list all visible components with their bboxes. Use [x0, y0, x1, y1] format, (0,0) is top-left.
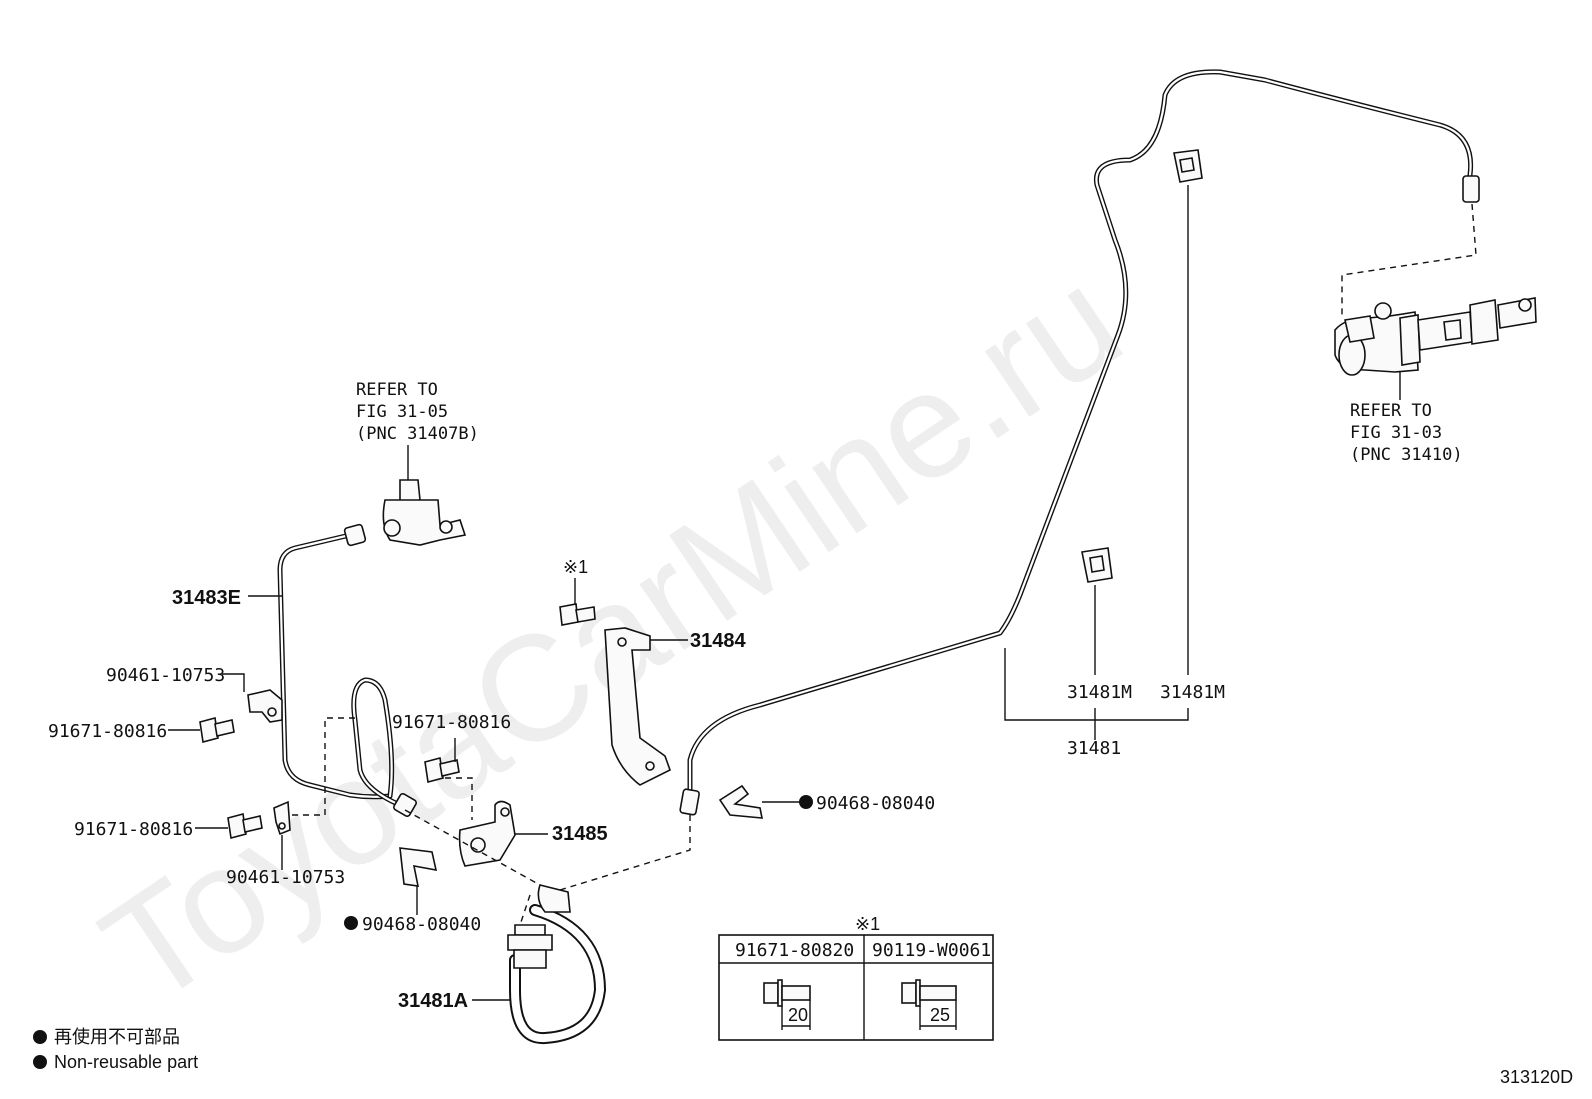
bolt-91671-upper: [199, 716, 235, 744]
pipe-31481: [679, 69, 1480, 816]
legend-en: Non-reusable part: [54, 1052, 198, 1072]
label-90461-upper: 90461-10753: [106, 665, 225, 686]
table-note-marker: ※1: [855, 914, 880, 934]
clip-90461-upper: [247, 689, 283, 723]
clamp-31481M-upper: [1173, 149, 1203, 183]
label-91671-lower: 91671-80816: [74, 819, 193, 840]
diagram-code: 313120D: [1500, 1067, 1573, 1087]
bolt-91671-middle: [424, 756, 460, 784]
label-91671-middle: 91671-80816: [392, 712, 511, 733]
bolt-91671-80820-icon: 20: [763, 979, 811, 1030]
label-31481M-left: 31481M: [1067, 682, 1132, 703]
note-marker-1: ※1: [563, 557, 588, 577]
ref-left-line2: FIG 31-05: [356, 402, 448, 422]
bolt-table: ※1 91671-80820 90119-W0061 20 25: [718, 914, 994, 1041]
bolt-91671-lower: [227, 812, 263, 840]
table-dim-2: 25: [930, 1005, 950, 1025]
bracket-31485: [458, 800, 516, 867]
pipe-31483E: [277, 523, 417, 817]
label-90468-left: 90468-08040: [362, 914, 481, 935]
nonreusable-dot-left: [344, 916, 358, 930]
ref-right-line2: FIG 31-03: [1350, 423, 1442, 443]
legend: 再使用不可部品 Non-reusable part: [33, 1027, 198, 1072]
bolt-note1: [559, 603, 596, 626]
label-31481: 31481: [1067, 738, 1121, 759]
label-90461-lower: 90461-10753: [226, 867, 345, 888]
bracket-31484: [604, 627, 671, 786]
ref-right-line3: (PNC 31410): [1350, 445, 1463, 465]
label-31481M-right: 31481M: [1160, 682, 1225, 703]
table-header-2: 90119-W0061: [872, 940, 991, 961]
clip-90468-right: [718, 784, 763, 819]
legend-jp: 再使用不可部品: [54, 1027, 180, 1047]
table-dim-1: 20: [788, 1005, 808, 1025]
label-31485: 31485: [552, 823, 608, 845]
nonreusable-dot-right: [799, 795, 813, 809]
ref-left-line3: (PNC 31407B): [356, 424, 479, 444]
ref-right-line1: REFER TO: [1350, 401, 1432, 421]
label-31481A: 31481A: [398, 990, 468, 1012]
master-cylinder: [1334, 203, 1537, 400]
table-header-1: 91671-80820: [735, 940, 854, 961]
label-31484: 31484: [690, 630, 746, 652]
hose-31481A: [507, 884, 606, 1045]
label-31483E: 31483E: [172, 587, 241, 609]
label-91671-upper: 91671-80816: [48, 721, 167, 742]
ref-left-line1: REFER TO: [356, 380, 438, 400]
clip-90468-left: [399, 847, 438, 887]
bolt-90119-w0061-icon: 25: [901, 979, 957, 1030]
valve-reference-left: [382, 479, 467, 546]
clip-90461-lower: [273, 800, 291, 836]
label-90468-right: 90468-08040: [816, 793, 935, 814]
clamp-31481M-lower: [1081, 547, 1113, 583]
